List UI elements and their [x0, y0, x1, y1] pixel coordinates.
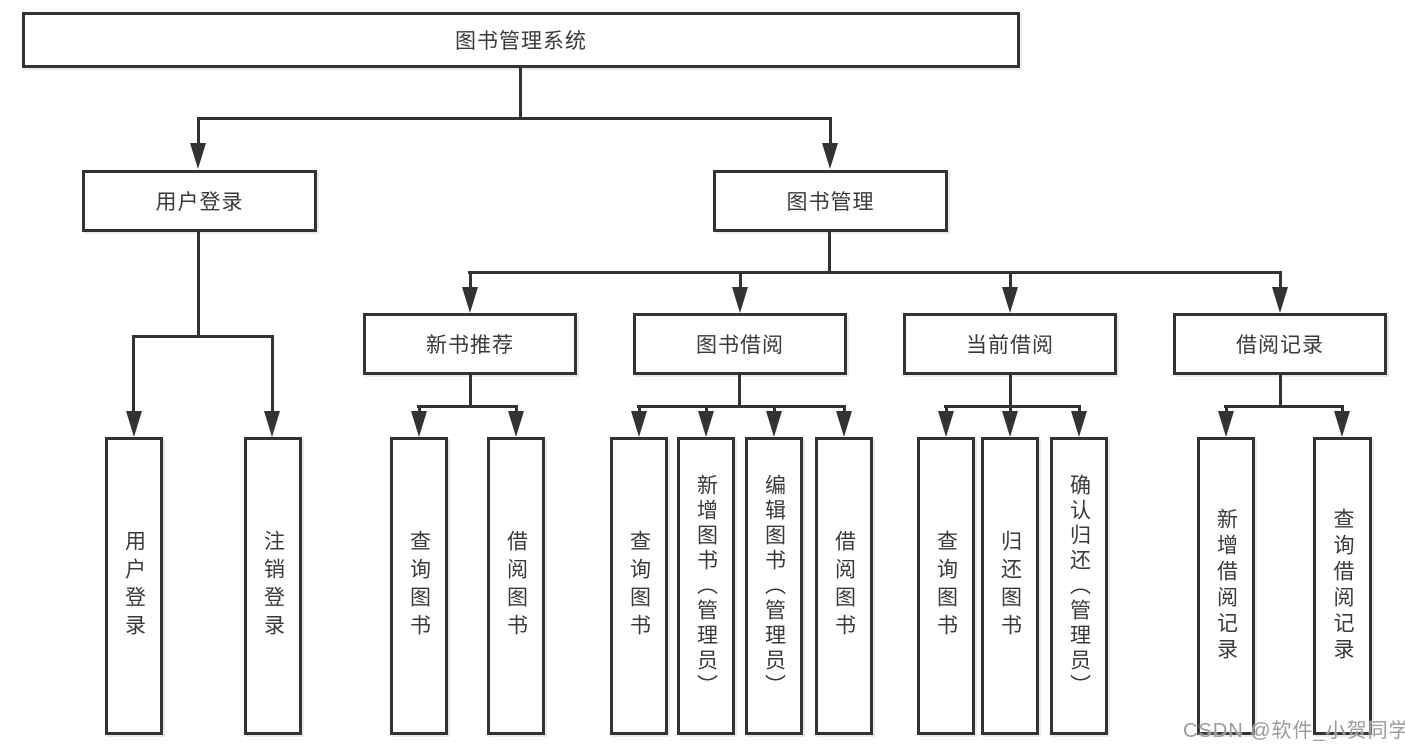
arrowhead-new-books [462, 287, 478, 313]
connector-book-mgmt-crossbar [468, 271, 1281, 274]
leaf-logout-label: 注销登录 [261, 530, 285, 642]
connector-new-books-stem [469, 375, 472, 407]
arrowhead-leaf-user-login [126, 411, 142, 437]
node-book-borrow-label: 图书借阅 [696, 334, 784, 357]
leaf-bb-add-books-admin: 新增图书（管理员） [677, 437, 735, 735]
connector-drop-book-borrow [739, 271, 742, 291]
node-new-book-recommend-label: 新书推荐 [426, 334, 514, 357]
connector-current-borrow-crossbar [944, 405, 1081, 408]
node-user-login: 用户登录 [82, 170, 317, 232]
arrowhead-br-add [1218, 411, 1234, 437]
leaf-nb-borrow-books: 借阅图书 [487, 437, 545, 735]
connector-drop-leaf-logout [271, 335, 274, 413]
node-new-book-recommend: 新书推荐 [363, 313, 577, 375]
leaf-cb-return-books-label: 归还图书 [998, 530, 1022, 642]
arrowhead-bb-add [698, 411, 714, 437]
arrowhead-nb-borrow [508, 411, 524, 437]
arrowhead-nb-query [411, 411, 427, 437]
arrowhead-borrow-records [1272, 287, 1288, 313]
leaf-bb-edit-books-admin-label: 编辑图书（管理员） [762, 473, 786, 699]
connector-borrow-records-crossbar [1224, 405, 1344, 408]
arrowhead-book-mgmt [822, 143, 838, 169]
connector-drop-bb-borrow [843, 405, 846, 415]
connector-drop-book-mgmt [829, 117, 832, 145]
node-borrow-records-label: 借阅记录 [1236, 334, 1324, 357]
arrowhead-book-borrow [732, 287, 748, 313]
connector-book-borrow-crossbar [637, 405, 846, 408]
leaf-bb-query-books: 查询图书 [610, 437, 668, 735]
arrowhead-br-query [1334, 411, 1350, 437]
leaf-cb-confirm-return-admin: 确认归还（管理员） [1050, 437, 1108, 735]
connector-drop-br-add [1225, 405, 1228, 415]
connector-user-login-stem [197, 232, 200, 336]
node-current-borrow-label: 当前借阅 [966, 334, 1054, 357]
leaf-cb-query-books: 查询图书 [917, 437, 975, 735]
watermark-text: CSDN @软件_小贺同学 [1183, 720, 1405, 742]
leaf-user-login: 用户登录 [105, 437, 163, 735]
arrowhead-cb-return [1002, 411, 1018, 437]
arrowhead-cb-confirm [1071, 411, 1087, 437]
connector-drop-leaf-user-login [132, 335, 135, 413]
connector-drop-nb-borrow [515, 405, 518, 415]
leaf-nb-query-books-label: 查询图书 [407, 530, 431, 642]
leaf-bb-borrow-books-label: 借阅图书 [832, 530, 856, 642]
leaf-cb-return-books: 归还图书 [981, 437, 1039, 735]
connector-drop-cb-query [945, 405, 948, 415]
node-user-login-label: 用户登录 [155, 191, 244, 214]
leaf-bb-query-books-label: 查询图书 [627, 530, 651, 642]
connector-root-crossbar [197, 117, 832, 120]
leaf-bb-add-books-admin-label: 新增图书（管理员） [694, 473, 718, 699]
connector-drop-bb-add [705, 405, 708, 415]
leaf-user-login-label: 用户登录 [122, 530, 146, 642]
connector-book-borrow-stem [738, 375, 741, 407]
connector-drop-current-borrow [1009, 271, 1012, 291]
connector-drop-cb-confirm [1078, 405, 1081, 415]
arrowhead-current-borrow [1002, 287, 1018, 313]
node-book-management-label: 图书管理 [786, 191, 875, 214]
arrowhead-bb-borrow [836, 411, 852, 437]
arrowhead-bb-query [631, 411, 647, 437]
node-current-borrow: 当前借阅 [903, 313, 1117, 375]
leaf-bb-edit-books-admin: 编辑图书（管理员） [745, 437, 803, 735]
connector-current-borrow-stem [1009, 375, 1012, 407]
connector-root-stem [519, 68, 522, 118]
leaf-nb-query-books: 查询图书 [390, 437, 448, 735]
connector-drop-br-query [1341, 405, 1344, 415]
arrowhead-leaf-logout [264, 411, 280, 437]
connector-drop-nb-query [418, 405, 421, 415]
node-root: 图书管理系统 [22, 12, 1020, 68]
arrowhead-cb-query [938, 411, 954, 437]
connector-borrow-records-stem [1279, 375, 1282, 407]
connector-new-books-crossbar [417, 405, 518, 408]
leaf-br-query-record-label: 查询借阅记录 [1331, 508, 1354, 664]
connector-user-login-crossbar [132, 335, 274, 338]
node-book-borrow: 图书借阅 [633, 313, 847, 375]
arrowhead-bb-edit [766, 411, 782, 437]
connector-drop-new-books [469, 271, 472, 291]
leaf-br-query-record: 查询借阅记录 [1313, 437, 1372, 735]
leaf-nb-borrow-books-label: 借阅图书 [504, 530, 528, 642]
arrowhead-user-login [190, 143, 206, 169]
leaf-logout: 注销登录 [244, 437, 302, 735]
node-borrow-records: 借阅记录 [1173, 313, 1387, 375]
leaf-br-add-record: 新增借阅记录 [1197, 437, 1255, 735]
connector-drop-bb-query [638, 405, 641, 415]
leaf-cb-confirm-return-admin-label: 确认归还（管理员） [1067, 473, 1091, 699]
connector-drop-cb-return [1009, 405, 1012, 415]
connector-drop-user-login [197, 117, 200, 145]
leaf-br-add-record-label: 新增借阅记录 [1214, 508, 1238, 664]
connector-drop-borrow-records [1279, 271, 1282, 291]
leaf-bb-borrow-books: 借阅图书 [815, 437, 873, 735]
connector-drop-bb-edit [773, 405, 776, 415]
node-root-label: 图书管理系统 [455, 30, 587, 53]
connector-book-mgmt-stem [828, 232, 831, 272]
leaf-cb-query-books-label: 查询图书 [934, 530, 958, 642]
node-book-management: 图书管理 [713, 170, 948, 232]
